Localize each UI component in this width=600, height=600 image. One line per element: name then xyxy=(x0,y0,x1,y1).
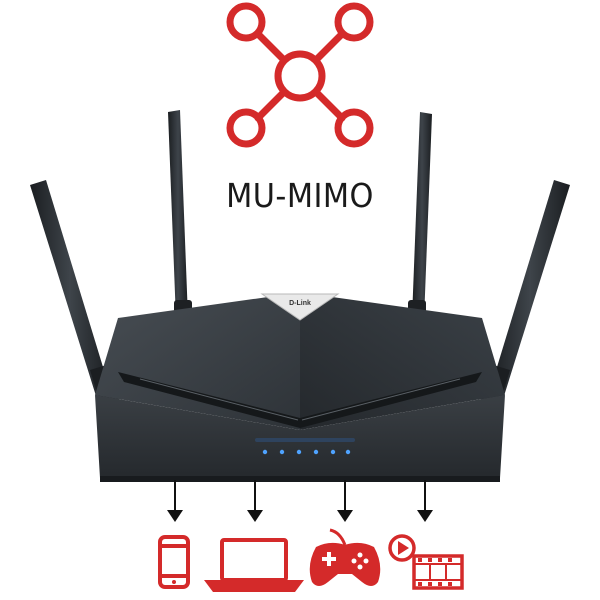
antenna-back-left xyxy=(168,110,192,326)
antenna-back-right xyxy=(408,112,432,326)
video-film-icon xyxy=(388,534,464,590)
brand-label: D-Link xyxy=(289,300,311,307)
devices-row xyxy=(158,480,464,592)
mu-mimo-title: MU-MIMO xyxy=(226,176,374,215)
arrow-down-icon xyxy=(417,480,433,522)
router-illustration: D-Link xyxy=(30,110,570,482)
smartphone-icon xyxy=(158,535,190,589)
gamepad-icon xyxy=(309,528,381,586)
network-nodes-icon xyxy=(226,2,374,148)
router-body xyxy=(95,293,505,482)
arrow-down-icon xyxy=(247,480,263,522)
laptop-icon xyxy=(204,538,304,592)
arrow-down-icon xyxy=(337,480,353,522)
status-leds xyxy=(255,438,355,455)
arrow-down-icon xyxy=(167,480,183,522)
